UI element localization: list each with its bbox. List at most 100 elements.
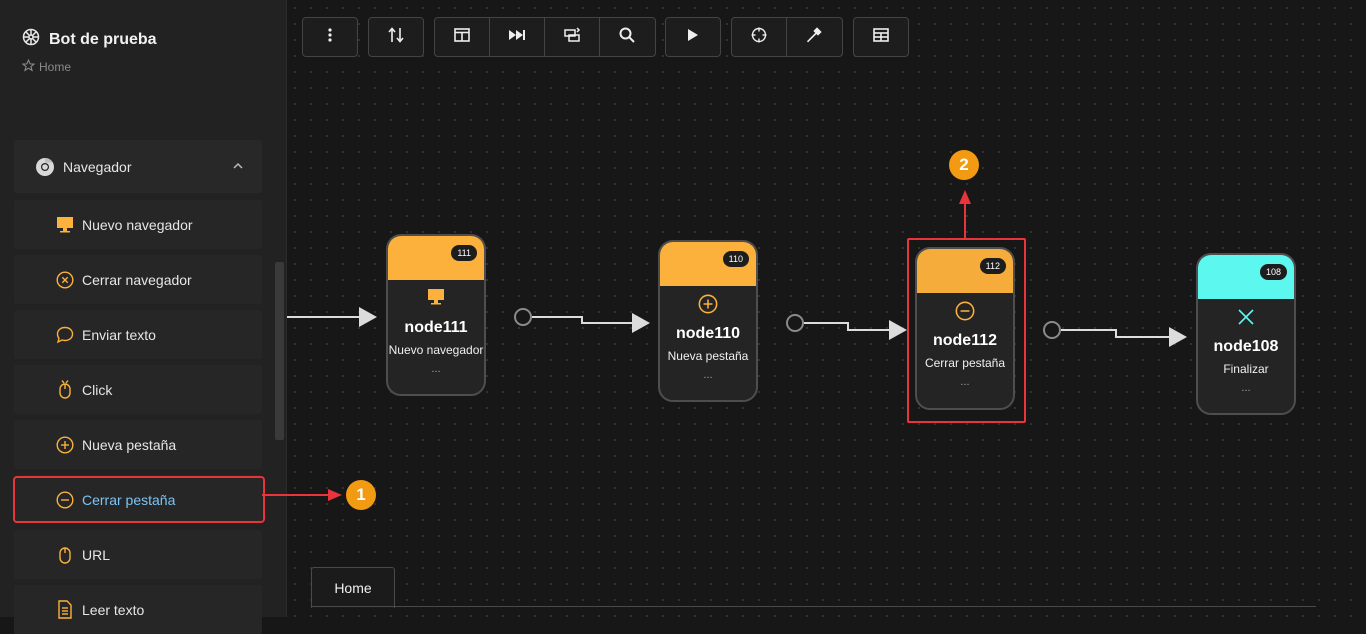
toolbar-group-4 (665, 17, 721, 57)
node-name: node111 (404, 319, 468, 336)
document-icon (55, 600, 74, 619)
toolbar-group-5 (731, 17, 843, 57)
toolbar-group-6 (853, 17, 909, 57)
flow-node-node112[interactable]: 112 node112 Cerrar pestaña ... (915, 247, 1015, 410)
breadcrumb-home[interactable]: Home (39, 60, 72, 74)
transform-button[interactable] (545, 18, 600, 56)
node-header: 112 (917, 249, 1013, 293)
group-navegador[interactable]: Navegador (14, 140, 262, 193)
sidebar-item-label: Cerrar navegador (82, 271, 192, 288)
sidebar-scrollbar[interactable] (275, 262, 284, 440)
node-id-badge: 110 (722, 251, 749, 267)
node-id-badge: 108 (1259, 264, 1287, 280)
tab-home[interactable]: Home (311, 567, 395, 608)
sidebar-item-cerrar-pestana[interactable]: Cerrar pestaña (14, 475, 262, 524)
node-header: 108 (1198, 255, 1294, 299)
toolbar-group-3 (434, 17, 656, 57)
node-label: Cerrar pestaña (924, 356, 1006, 370)
chat-bubble-icon (55, 325, 74, 344)
node-name: node108 (1213, 338, 1279, 355)
sort-icon (387, 26, 405, 48)
sidebar-item-label: Nuevo navegador (82, 216, 193, 233)
sidebar-item-label: Click (82, 381, 113, 398)
toolbar-group-1 (302, 17, 358, 57)
sort-button[interactable] (369, 18, 423, 56)
node-header: 111 (388, 236, 484, 280)
sidebar-item-label: Leer texto (82, 601, 145, 618)
brand: Bot de prueba (22, 28, 157, 51)
monitor-icon (55, 215, 74, 234)
app-title: Bot de prueba (49, 30, 157, 48)
tab-divider (311, 606, 1316, 607)
minus-circle-icon (55, 490, 74, 509)
edge-into-node111 (287, 307, 377, 327)
minus-circle-icon (917, 301, 1013, 323)
node-dots: ... (960, 376, 970, 388)
skip-forward-button[interactable] (490, 18, 545, 56)
more-vertical-icon (328, 27, 332, 47)
plus-circle-icon (55, 435, 74, 454)
sidebar-item-click[interactable]: Click (14, 365, 262, 414)
annotation-badge-2: 2 (949, 150, 979, 180)
transform-icon (563, 26, 581, 48)
sidebar-item-label: Cerrar pestaña (82, 491, 176, 508)
sidebar-item-label: Nueva pestaña (82, 436, 177, 453)
node-name: node112 (932, 332, 998, 349)
close-circle-icon (55, 270, 74, 289)
flow-node-node108[interactable]: 108 node108 Finalizar ... (1196, 253, 1296, 415)
highlight-box-2 (907, 238, 1026, 423)
annotation-badge-1: 1 (346, 480, 376, 510)
table-icon (873, 27, 889, 47)
edge-node110-node112 (786, 314, 907, 340)
annotation-arrow-1 (262, 489, 342, 501)
play-button[interactable] (666, 18, 720, 56)
plus-circle-icon (660, 294, 756, 316)
flow-node-node110[interactable]: 110 node110 Nueva pestaña ... (658, 240, 758, 402)
more-button[interactable] (303, 18, 357, 56)
node-id-badge: 111 (451, 245, 477, 261)
annotation-arrow-2 (959, 190, 971, 238)
edges-layer (262, 190, 1187, 501)
flow-node-node111[interactable]: 111 node111 Nuevo navegador ... (386, 234, 486, 396)
mouse-icon (55, 545, 74, 564)
node-id-badge: 112 (979, 258, 1006, 274)
edge-node112-node108 (1043, 321, 1187, 347)
breadcrumb[interactable]: Home (21, 58, 72, 75)
node-dots: ... (431, 363, 441, 375)
highlight-box-1 (13, 476, 265, 523)
search-icon (619, 27, 635, 48)
chrome-icon (35, 157, 55, 177)
sidebar-item-cerrar-navegador[interactable]: Cerrar navegador (14, 255, 262, 304)
group-label: Navegador (63, 158, 132, 175)
search-button[interactable] (600, 18, 654, 56)
target-button[interactable] (732, 18, 787, 56)
edge-node111-node110 (514, 308, 650, 333)
robot-wheel-icon (22, 28, 40, 51)
sidebar-item-enviar-texto[interactable]: Enviar texto (14, 310, 262, 359)
eyedropper-icon (806, 26, 822, 48)
sidebar-item-nuevo-navegador[interactable]: Nuevo navegador (14, 200, 262, 249)
skip-forward-icon (508, 28, 526, 46)
node-dots: ... (703, 369, 713, 381)
node-label: Nueva pestaña (667, 349, 749, 363)
sidebar-item-nueva-pestana[interactable]: Nueva pestaña (14, 420, 262, 469)
layout-button[interactable] (435, 18, 490, 56)
mouse-click-icon (55, 380, 74, 399)
sidebar-item-label: Enviar texto (82, 326, 156, 343)
sidebar-item-label: URL (82, 546, 111, 563)
star-icon[interactable] (21, 58, 36, 75)
node-header: 110 (660, 242, 756, 286)
toolbar-group-2 (368, 17, 424, 57)
table-button[interactable] (854, 18, 908, 56)
play-icon (687, 28, 699, 47)
node-dots: ... (1241, 382, 1251, 394)
target-icon (751, 27, 767, 48)
chevron-up-icon[interactable] (232, 159, 244, 177)
x-icon (1198, 307, 1294, 329)
layout-icon (454, 27, 470, 47)
sidebar-item-url[interactable]: URL (14, 530, 262, 579)
node-label: Finalizar (1223, 362, 1269, 376)
eyedropper-button[interactable] (787, 18, 841, 56)
node-name: node110 (675, 325, 741, 342)
monitor-icon (388, 288, 484, 310)
